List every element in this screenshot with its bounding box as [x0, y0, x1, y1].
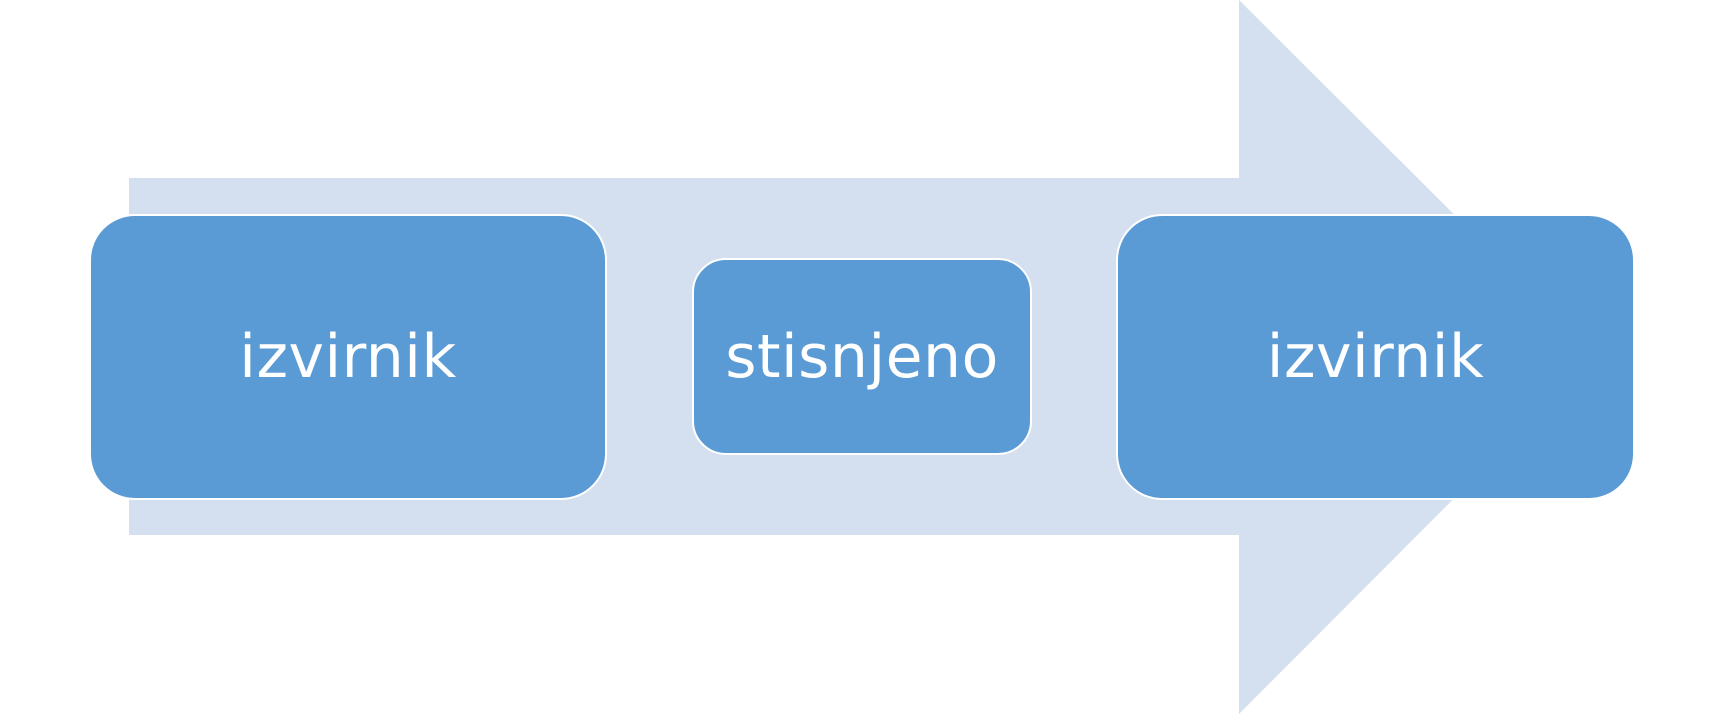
- step-box-original-left: izvirnik: [89, 214, 607, 500]
- step-label: izvirnik: [1266, 322, 1485, 392]
- step-box-original-right: izvirnik: [1116, 214, 1635, 500]
- step-label: stisnjeno: [725, 321, 999, 392]
- step-box-compressed: stisnjeno: [692, 258, 1032, 455]
- step-label: izvirnik: [239, 322, 457, 392]
